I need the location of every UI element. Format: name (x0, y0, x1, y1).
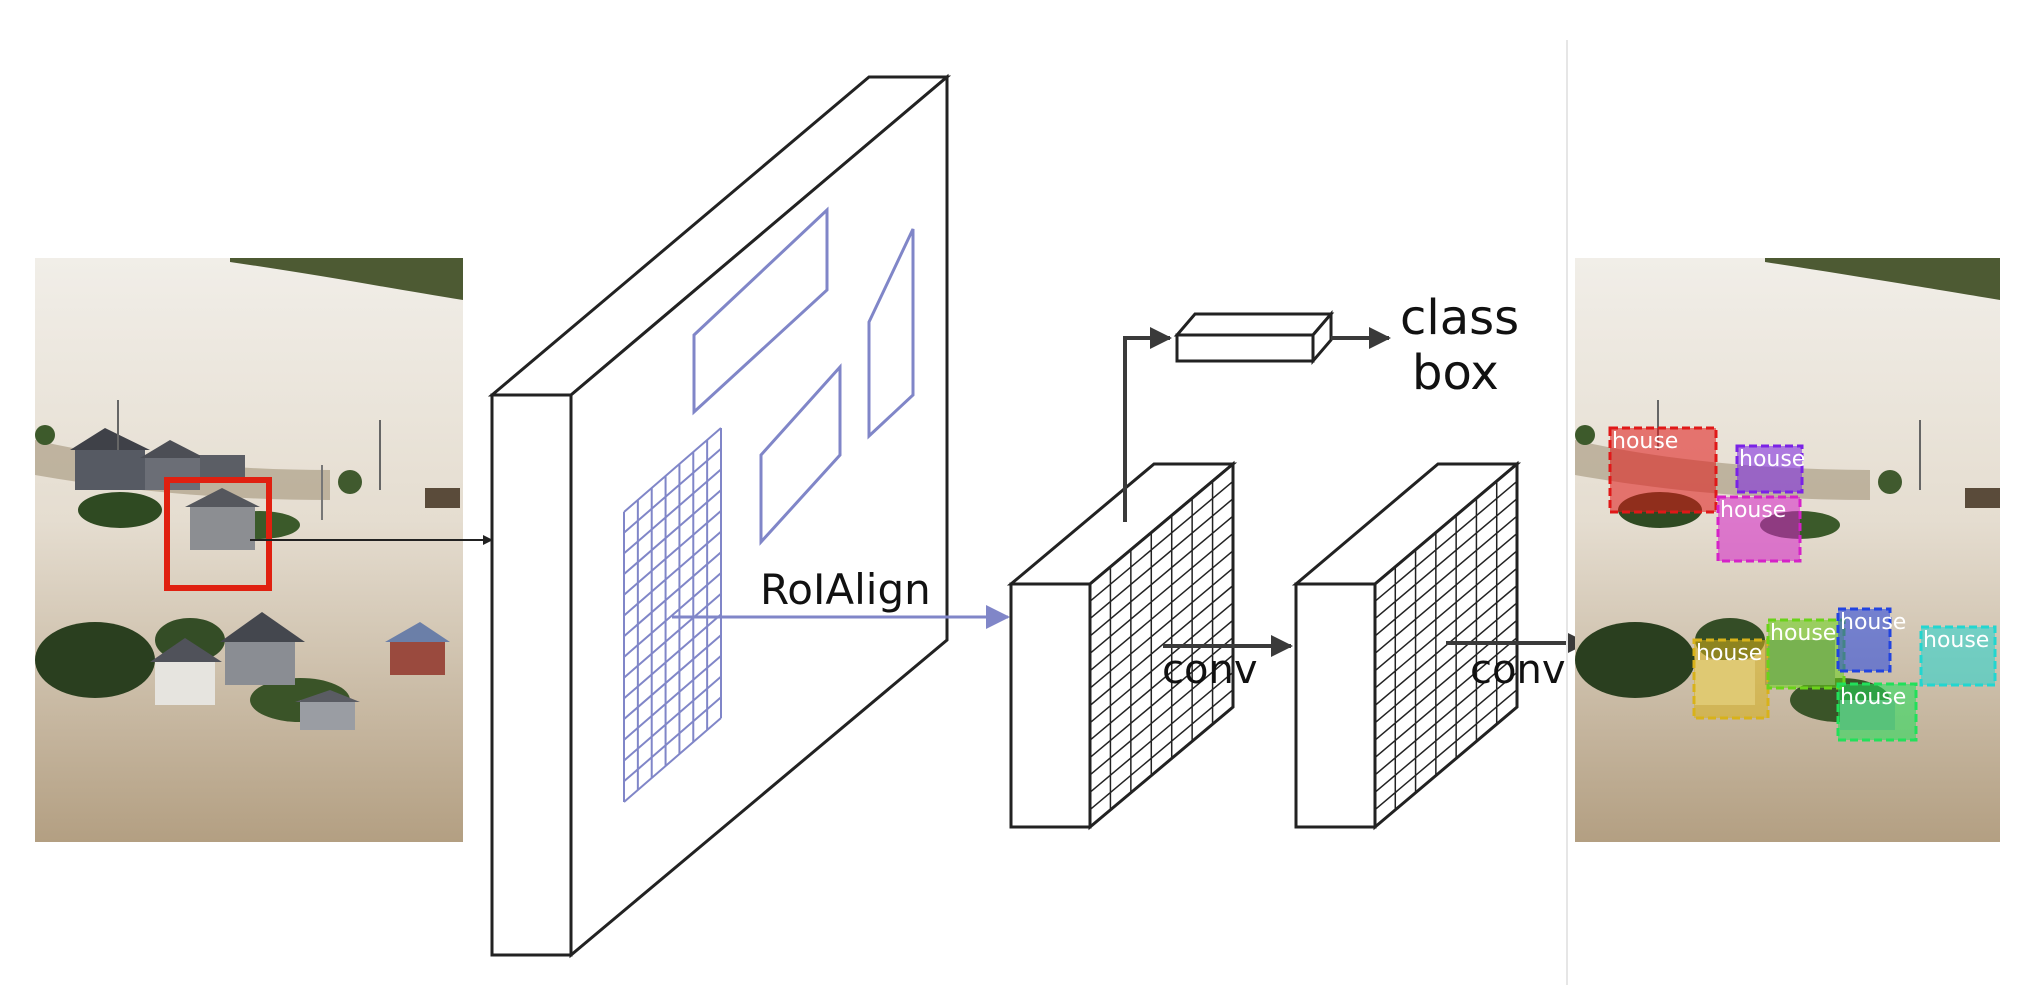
detection-mask (1919, 625, 1997, 687)
head-branch-arrow (1123, 327, 1172, 522)
roi-grid-line (623, 572, 722, 658)
proposal-box (867, 228, 915, 440)
class-label: class (1400, 290, 1519, 346)
detection-house: house (1735, 444, 1805, 494)
cube-1-grid-line (1089, 498, 1234, 620)
cube-2-grid-line (1374, 671, 1518, 793)
cube-1-grid-line (1089, 480, 1234, 602)
detection-house: house (1766, 618, 1846, 690)
upper-house-cluster (35, 425, 460, 550)
cube-2-grid-line (1374, 602, 1518, 724)
cube-1-grid-line (1089, 463, 1234, 585)
roi-grid-line (623, 530, 722, 617)
detection-label: house (1840, 685, 1906, 710)
conv-feature-cube-2 (1291, 460, 1522, 831)
detection-mask (1716, 495, 1802, 563)
cube-1-grid-line (1089, 636, 1234, 759)
roi-grid-line (623, 447, 722, 534)
cube-2-grid-line (1374, 706, 1518, 828)
roialign-label: RoIAlign (760, 565, 931, 614)
cube-1-grid-line (1089, 584, 1234, 707)
detection-house: house (1692, 638, 1770, 720)
roi-grid-line (623, 696, 722, 783)
roi-grid-line (623, 427, 722, 513)
cube-2-grid-line (1374, 515, 1518, 637)
roi-grid-line (623, 675, 722, 762)
detection-label: house (1720, 498, 1786, 523)
cube-1-grid-line (1089, 619, 1234, 741)
detection-house: house (1836, 682, 1918, 742)
cube-2-grid-line (1374, 654, 1518, 776)
roi-grid-line (623, 613, 722, 700)
roi-grid-line (623, 510, 722, 596)
detection-label: house (1696, 641, 1762, 666)
input-image (35, 258, 463, 842)
detection-house: house (1919, 625, 1997, 687)
detection-house: house (1836, 607, 1906, 673)
detection-mask (1766, 618, 1846, 690)
detection-mask (1608, 426, 1718, 514)
output-image (1575, 258, 2000, 842)
detection-mask (1735, 444, 1804, 494)
fc-head-box (1173, 309, 1335, 366)
cube-2-grid (1374, 463, 1518, 828)
cube-2-grid-line (1374, 498, 1518, 620)
detection-mask (1836, 607, 1892, 673)
roi-grid-line (623, 468, 722, 555)
detection-label: house (1770, 621, 1836, 646)
cube-1-grid-line (1089, 654, 1234, 776)
conv-label-1: conv (1162, 647, 1258, 693)
detection-house: house (1608, 426, 1718, 514)
cube-2-grid-line (1374, 689, 1518, 811)
detection-label: house (1739, 447, 1805, 472)
cube-1-grid-line (1089, 602, 1234, 724)
detection-label: house (1923, 628, 1989, 653)
detection-mask (1836, 682, 1918, 742)
roi-grid-line (623, 489, 722, 575)
lower-house-cluster (35, 612, 450, 730)
cube-2-grid-line (1374, 584, 1518, 707)
cube-2-grid-line (1374, 532, 1518, 655)
cube-2-grid-line (1374, 480, 1518, 602)
cube-1-grid-line (1089, 567, 1234, 689)
roi-grid-line (623, 551, 722, 638)
region-proposals (692, 206, 915, 546)
detection-label: house (1840, 610, 1906, 635)
detection-house: house (1716, 495, 1802, 563)
roi-grid-line (623, 592, 722, 679)
cube-1-grid-line (1089, 689, 1234, 811)
cube-1-grid-line (1089, 550, 1234, 672)
roi-grid-line (623, 717, 722, 803)
roi-box (164, 477, 272, 591)
roi-grid-line (623, 634, 722, 720)
cube-1-grid-line (1089, 671, 1234, 793)
detection-label: house (1612, 429, 1678, 454)
cube-2-grid-line (1374, 463, 1518, 585)
cube-1-grid-line (1089, 515, 1234, 637)
roi-grid-line (623, 655, 722, 741)
feature-map (487, 73, 952, 959)
proposal-box (692, 206, 829, 416)
conv-label-2: conv (1470, 647, 1566, 693)
box-label: box (1412, 345, 1499, 401)
cube-2-grid-line (1374, 619, 1518, 741)
cube-1-grid-line (1089, 706, 1234, 828)
cube-2-grid-line (1374, 550, 1518, 672)
cube-2-grid-line (1374, 567, 1518, 689)
roi-grid (623, 427, 722, 803)
proposal-box (759, 363, 842, 546)
cube-2-grid-line (1374, 636, 1518, 759)
cube-1-grid-line (1089, 532, 1234, 655)
cube-1-grid (1089, 463, 1234, 828)
